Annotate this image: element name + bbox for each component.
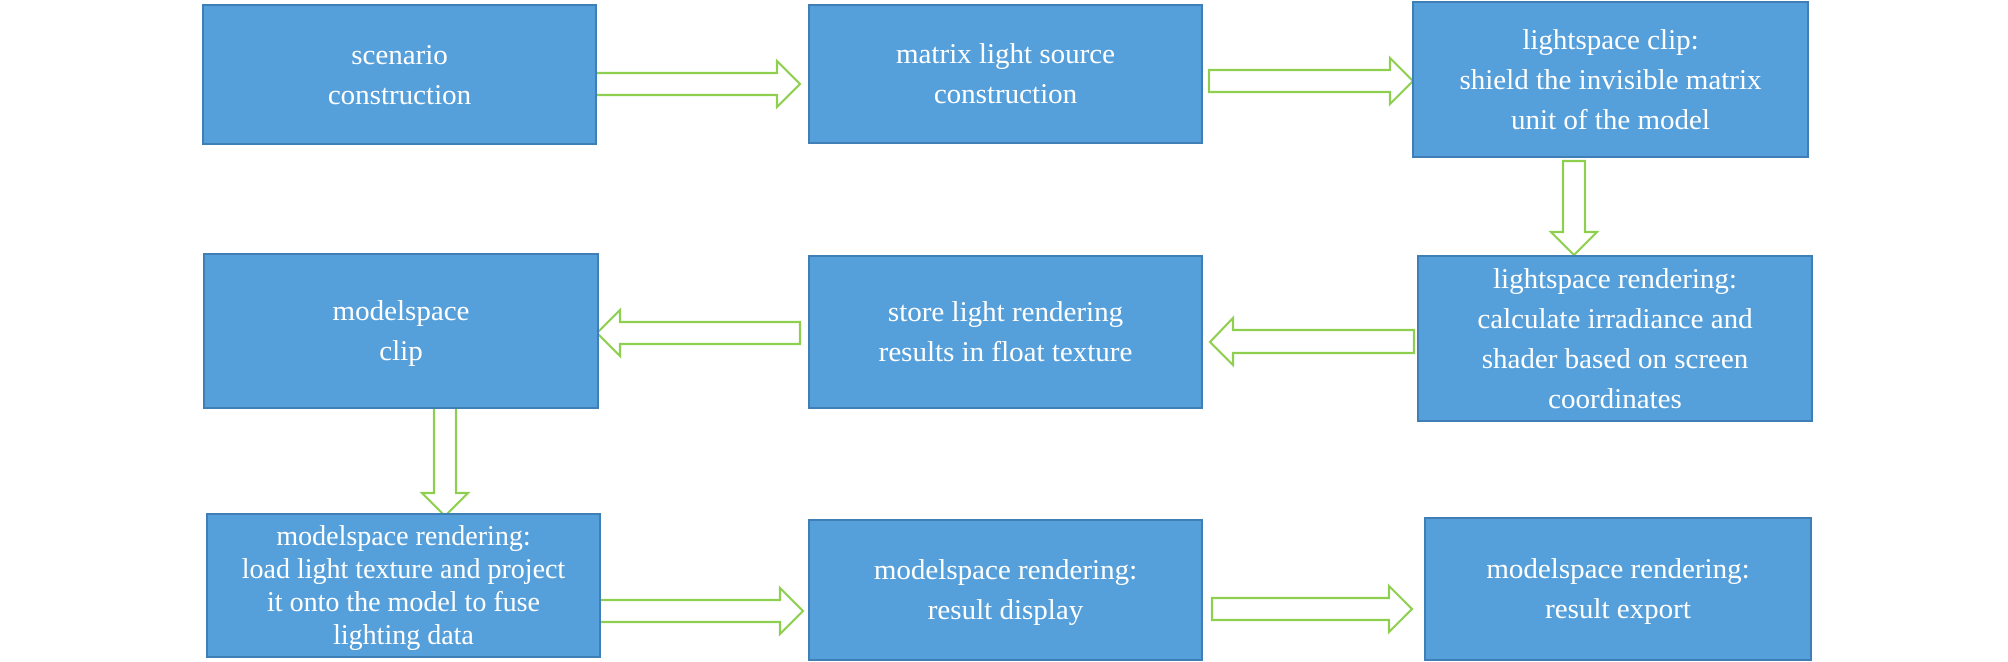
arrow-lightspace-clip-to-rendering [1548,159,1600,257]
arrow-matrix-to-lightspace-clip [1207,55,1415,107]
node-text-line: shield the invisible matrix [1459,63,1762,96]
node-text-line: clip [379,335,423,367]
node-lightspace-clip: lightspace clip: shield the invisible ma… [1412,1,1809,158]
node-text-line: modelspace [332,295,470,327]
node-text-line: it onto the model to fuse [267,586,540,618]
node-text-line: construction [933,78,1078,110]
node-text-line: matrix light source [895,38,1116,70]
node-result-export: modelspace rendering: result export [1424,517,1812,661]
node-text-line: lightspace rendering: [1493,262,1737,295]
node-text-line: calculate irradiance and [1477,302,1753,335]
arrow-store-light-to-modelspace-clip [595,307,802,359]
node-lightspace-rendering: lightspace rendering: calculate irradian… [1417,255,1813,422]
node-text-line: modelspace rendering: [873,554,1138,586]
node-text-line: load light texture and project [241,553,566,585]
node-text-line: result display [927,594,1084,626]
node-modelspace-load-texture: modelspace rendering: load light texture… [206,513,601,658]
arrow-result-display-to-export [1210,583,1414,635]
node-scenario-construction: scenario construction [202,4,597,145]
arrow-modelspace-clip-to-load [419,404,471,518]
node-matrix-light-source: matrix light source construction [808,4,1203,144]
arrow-load-to-result-display [597,585,805,637]
node-text-line: construction [327,78,472,111]
node-text-line: results in float texture [878,336,1133,368]
node-text-line: store light rendering [887,296,1124,328]
node-modelspace-clip: modelspace clip [203,253,599,409]
node-text-line: modelspace rendering: [276,520,531,552]
node-text-line: scenario [351,38,448,71]
node-text-line: unit of the model [1511,103,1710,136]
node-result-display: modelspace rendering: result display [808,519,1203,661]
arrow-rendering-to-store-light [1208,315,1416,368]
node-store-light-results: store light rendering results in float t… [808,255,1203,409]
node-text-line: lightspace clip: [1522,23,1699,56]
node-text-line: coordinates [1548,382,1682,415]
node-text-line: result export [1545,593,1691,625]
node-text-line: shader based on screen [1481,342,1749,375]
arrow-scenario-to-matrix [594,58,802,110]
node-text-line: lighting data [333,619,474,651]
node-text-line: modelspace rendering: [1486,553,1750,585]
